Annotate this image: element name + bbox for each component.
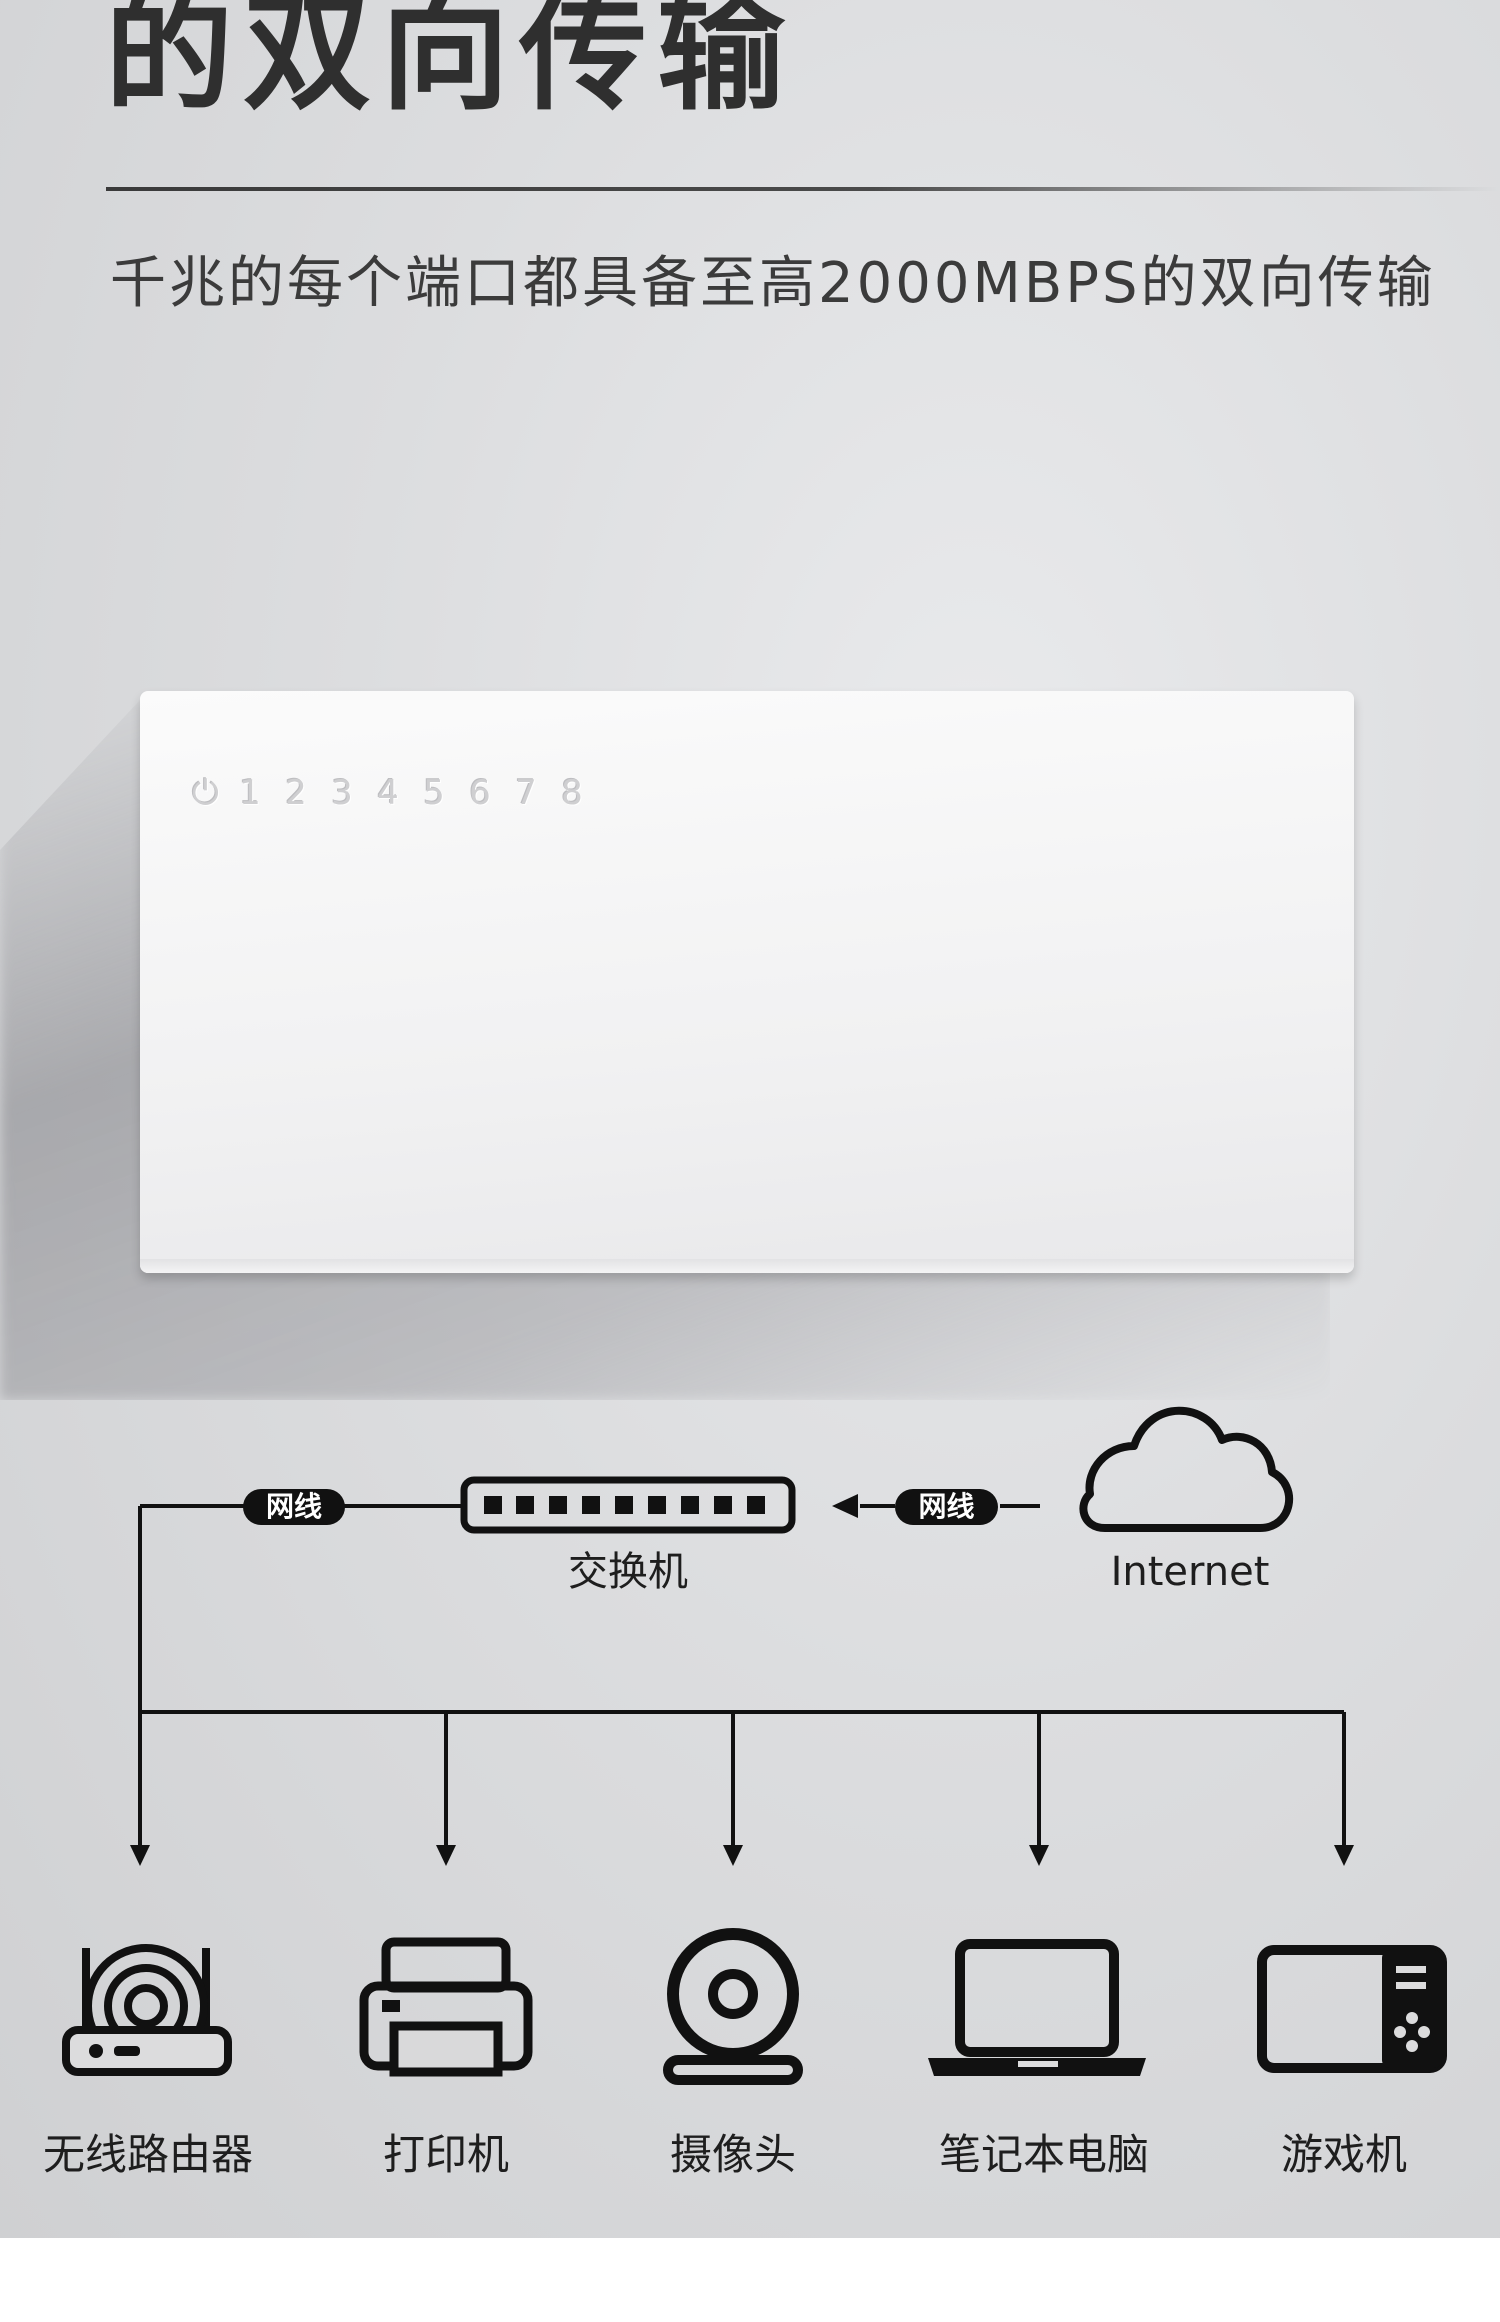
router-icon xyxy=(62,1944,232,2076)
port-number: 4 xyxy=(377,773,399,813)
switch-label: 交换机 xyxy=(568,1549,688,1595)
laptop-icon xyxy=(928,1939,1146,2076)
port-number: 8 xyxy=(561,773,583,813)
switch-bottom-edge xyxy=(140,1259,1354,1273)
network-switch-device: ⏻ 1 2 3 4 5 6 7 8 xyxy=(140,691,1354,1273)
endpoint-label: 游戏机 xyxy=(1280,2130,1407,2179)
arrow-down-icon xyxy=(1334,1845,1354,1866)
cable-label: 网线 xyxy=(265,1490,322,1523)
arrow-down-icon xyxy=(130,1845,150,1866)
arrow-down-icon xyxy=(1029,1845,1049,1866)
switch-icon xyxy=(460,1476,796,1534)
cable-label: 网线 xyxy=(918,1490,975,1523)
endpoint-label: 摄像头 xyxy=(669,2130,796,2179)
port-number: 6 xyxy=(469,773,491,813)
cable-label-pill xyxy=(895,1489,998,1525)
arrow-down-icon xyxy=(723,1845,743,1866)
endpoint-label: 打印机 xyxy=(382,2130,509,2179)
port-number: 2 xyxy=(285,773,307,813)
port-number: 7 xyxy=(515,773,537,813)
arrow-down-icon xyxy=(436,1845,456,1866)
power-indicator-icon: ⏻ xyxy=(192,773,219,813)
internet-label: Internet xyxy=(1110,1549,1270,1595)
port-number: 5 xyxy=(423,773,445,813)
cable-label-pill xyxy=(243,1489,345,1525)
endpoint-label: 笔记本电脑 xyxy=(938,2130,1149,2179)
arrow-left-icon xyxy=(832,1494,858,1518)
endpoint-label: 无线路由器 xyxy=(42,2130,253,2179)
port-number: 3 xyxy=(331,773,353,813)
game-console-icon xyxy=(1257,1945,1447,2073)
printer-icon xyxy=(359,1937,533,2077)
port-number: 1 xyxy=(239,773,261,813)
webcam-icon xyxy=(663,1928,803,2085)
page-subtitle: 千兆的每个端口都具备至高2000MBPS的双向传输 xyxy=(110,251,1436,316)
drop-lines xyxy=(130,1712,1354,1866)
port-indicator-row: ⏻ 1 2 3 4 5 6 7 8 xyxy=(192,773,584,813)
page-headline: 的双向传输 xyxy=(105,0,796,128)
divider-rule xyxy=(106,187,1500,191)
cloud-icon xyxy=(1079,1406,1293,1532)
